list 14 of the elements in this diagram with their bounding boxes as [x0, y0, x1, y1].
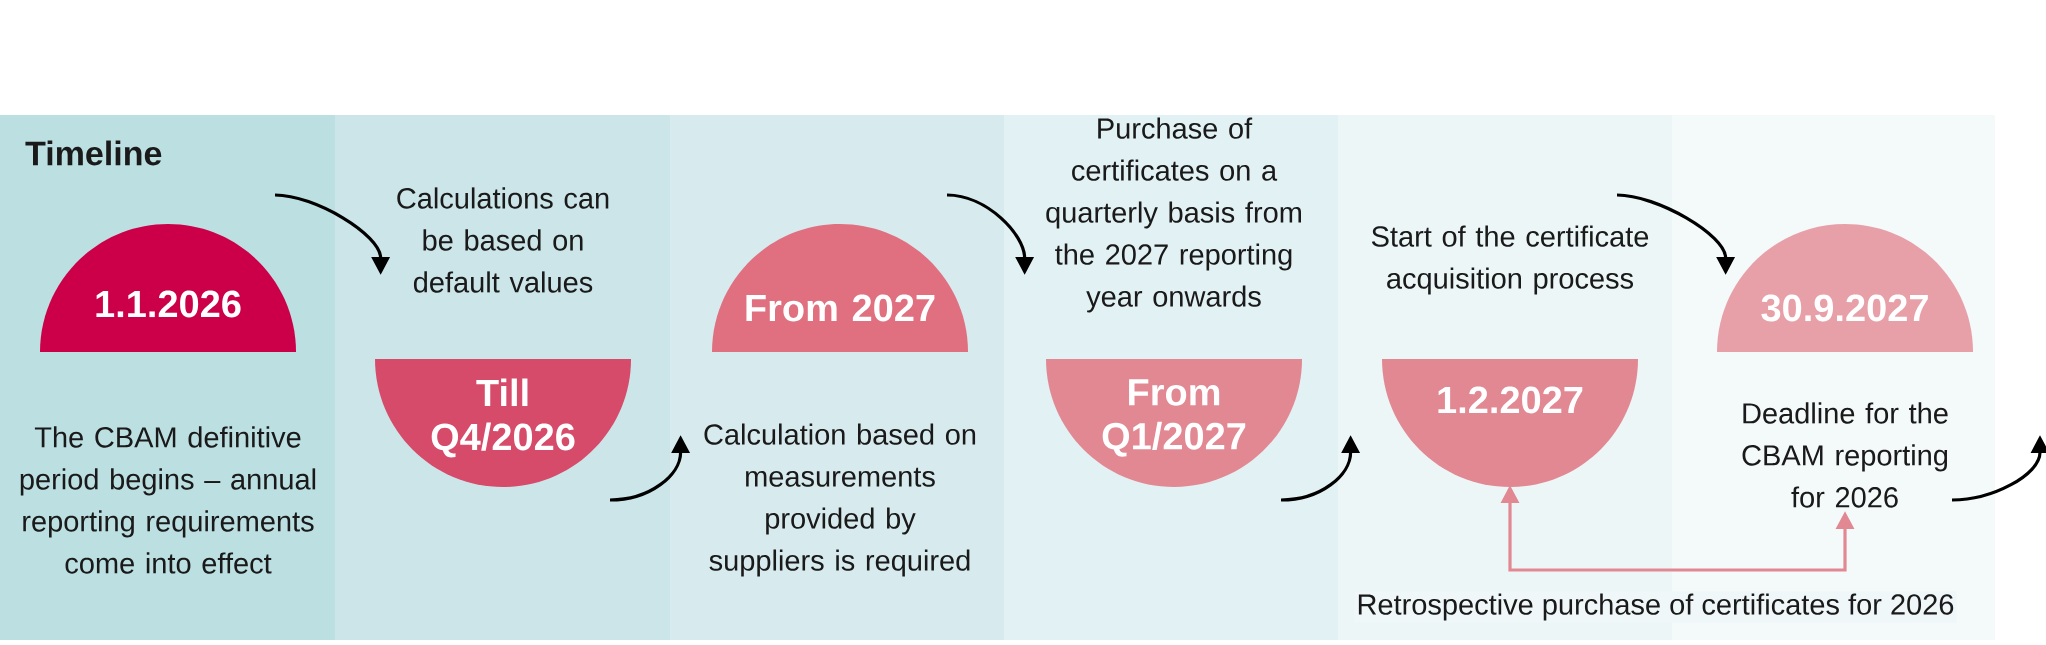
title: Timeline — [25, 140, 162, 166]
description: Deadline for the CBAM reporting for 2026 — [1742, 402, 1948, 508]
date-semicircle: Till Q4/2026 — [375, 359, 631, 487]
description: The CBAM definitive period begins – annual reporting requirements come into effect — [20, 426, 316, 574]
date-semicircle: From 2027 — [712, 224, 968, 352]
description: Purchase of certificates on a quarterly basis from the 2027 reporting year onwards — [1046, 117, 1301, 313]
edge-label: Retrospective purchase of certificates for 2026 — [1354, 591, 1957, 623]
description: Calculation based on measurements provided by suppliers is required — [704, 423, 976, 577]
date-semicircle: 1.1.2026 — [40, 224, 296, 352]
description: Calculations can be based on default values — [397, 187, 609, 293]
description: Start of the certificate acquisition process — [1371, 225, 1649, 295]
date-semicircle: 1.2.2027 — [1382, 359, 1638, 487]
date-semicircle: 30.9.2027 — [1717, 224, 1973, 352]
date-semicircle: From Q1/2027 — [1046, 359, 1302, 487]
